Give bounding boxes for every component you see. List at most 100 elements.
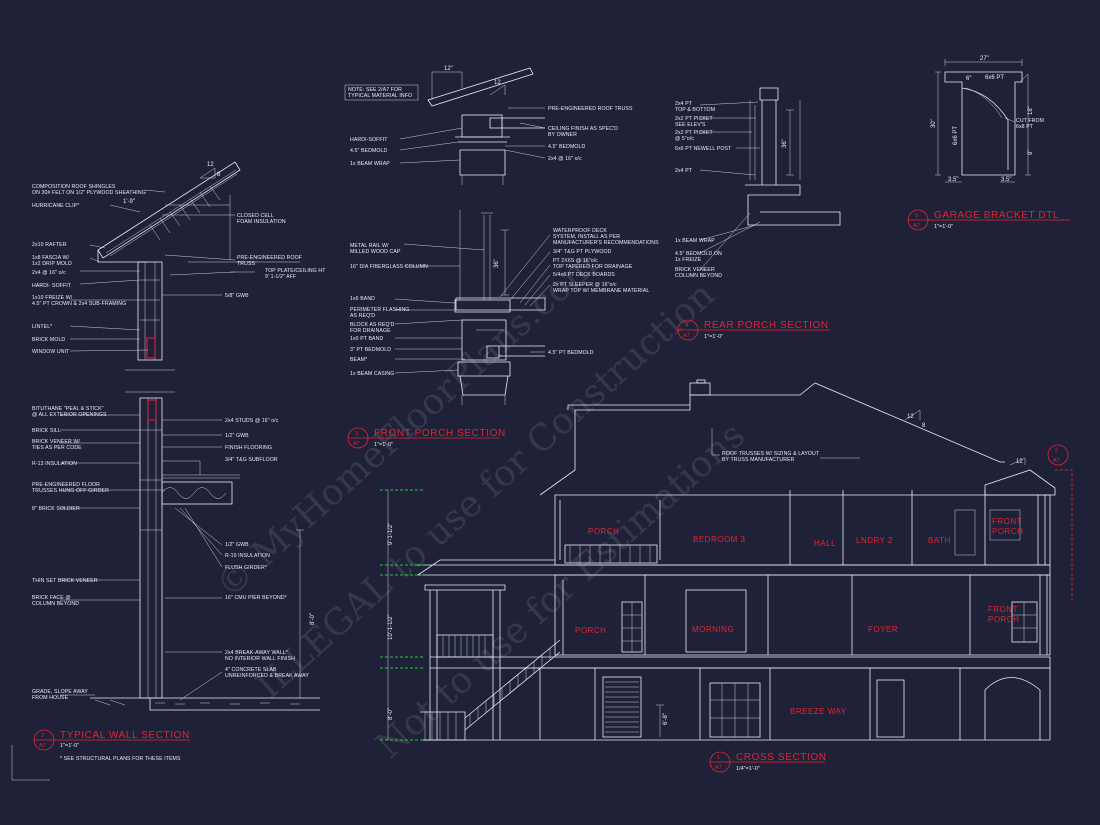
room-label: PORCH <box>588 527 619 536</box>
left-leaders <box>60 189 166 696</box>
wall-section-footnote: * SEE STRUCTURAL PLANS FOR THESE ITEMS <box>60 756 181 762</box>
slope-dim-rise: 12 <box>207 162 214 168</box>
note: TRUSSES HUNG OFF GIRDER <box>32 488 109 494</box>
note: BRICK MOLD <box>32 337 65 343</box>
room-label: MORNING <box>692 625 734 634</box>
room-label: FOYER <box>868 625 898 634</box>
rear-porch-title: REAR PORCH SECTION <box>704 320 829 331</box>
front-window-mullions <box>1012 602 1037 642</box>
bracket-outline <box>944 71 1023 176</box>
note: UNREINFORCED & BREAK AWAY <box>225 673 309 679</box>
note: BRICK FACE @ <box>32 595 71 601</box>
front-porch-scale: 1"=1'-0" <box>374 442 393 448</box>
level-dim: 9'-1-1/2" <box>388 523 394 545</box>
front-porch-section-detail: NOTE: SEE 2/A7 FOR TYPICAL MATERIAL INFO… <box>344 66 633 449</box>
note: NO INTERIOR WALL FINISH <box>225 656 295 662</box>
note: 2x2 PT PICKET <box>675 116 714 122</box>
upper-deck-beam <box>745 184 841 226</box>
note: CEILING FINISH AS SPEC'D <box>548 126 618 132</box>
note: 1x FREIZE <box>675 257 702 263</box>
note: BY TRUSS MANUFACTURER <box>722 457 795 463</box>
band <box>454 299 511 313</box>
overhang-dim-lines <box>431 71 463 100</box>
callout-line: TYPICAL MATERIAL INFO <box>348 93 412 99</box>
bracket-dim: 6x6 PT <box>953 126 959 145</box>
window-flashing <box>146 337 156 359</box>
rail-dim <box>501 229 509 296</box>
front-porch-opening <box>989 509 1021 541</box>
porch-columns <box>429 590 501 740</box>
bubble-sheet: A7 <box>39 743 46 749</box>
note: SYSTEM, INSTALL AS PER <box>553 234 620 240</box>
note: BITUTHANE "PEAL & STICK" <box>32 406 104 412</box>
front-porch-title: FRONT PORCH SECTION <box>374 428 506 439</box>
window-mullions <box>622 602 642 652</box>
column-bottom <box>461 395 506 405</box>
lower-porch-roof <box>417 559 555 576</box>
note: 16" DIA FIBERGLASS COLUMN <box>350 264 428 270</box>
note: TOP & BOTTOM <box>675 107 715 113</box>
room-label-front-porch-upper-2: PORCH <box>992 527 1023 536</box>
note: 2x2 PT PICKET <box>675 130 714 136</box>
landing-balusters <box>424 712 457 740</box>
lower-wall <box>139 397 163 699</box>
bracket-dim: 6" <box>966 76 971 82</box>
note: @ ALL EXTERIOR OPENINGS <box>32 412 107 418</box>
note: BRICK VENEER <box>675 267 715 273</box>
height-dim: 8'-0" <box>310 613 316 625</box>
note: 4.5" BEDMOLD <box>350 148 388 154</box>
bath-door <box>954 509 976 556</box>
note: SEE ELEV'S <box>675 122 706 128</box>
note: ON 30# FELT ON 1/2" PLYWOOD SHEATHING <box>32 190 146 196</box>
break-lines <box>125 369 175 393</box>
note: FROM HOUSE <box>32 695 69 701</box>
note: 4.5" PT CROWN & 2x4 SUB-FRAMING <box>32 301 126 307</box>
chimney-cap <box>696 379 706 384</box>
level-dim: 8'-0" <box>388 708 394 720</box>
lower-beam <box>461 319 507 361</box>
truss-lines <box>165 195 300 263</box>
floor-truss <box>161 481 233 505</box>
first-floor-walls <box>562 575 971 655</box>
note: 1x BEAM CASING <box>350 371 394 377</box>
note: FOR DRAINAGE <box>350 328 391 334</box>
note: METAL RAIL W/ <box>350 243 389 249</box>
lattice-slats <box>605 681 639 733</box>
lattice-door <box>602 676 642 738</box>
garage-bracket-title: GARAGE BRACKET DTL <box>934 210 1059 221</box>
bubble-sheet: A7 <box>353 441 360 447</box>
slope-dim-run: 8 <box>217 172 221 178</box>
note: 1x2 DRIP MOLD <box>32 261 72 267</box>
side-bubble <box>1047 444 1069 466</box>
ground-door <box>876 679 905 738</box>
note: COLUMN BEYOND <box>32 601 79 607</box>
right-leaders <box>162 214 255 701</box>
cut-leader <box>1004 117 1016 123</box>
rear-porch-upper-notes: 2x4 PT TOP & BOTTOM 2x2 PT PICKET SEE EL… <box>675 101 732 279</box>
second-floor-walls <box>559 490 986 565</box>
level-lines <box>380 489 425 741</box>
note: GRADE, SLOPE AWAY <box>32 689 88 695</box>
room-label: BEDROOM 3 <box>693 535 746 544</box>
note: 9' 1-1/2" AFF <box>265 274 296 280</box>
second-floor-band <box>418 564 1051 576</box>
stair-balusters <box>469 648 551 726</box>
ground-floor-walls <box>539 668 961 740</box>
rail-height-dim: 36" <box>494 259 500 268</box>
room-label: HALL <box>814 539 836 548</box>
note: R-19 INSULATION <box>225 553 270 559</box>
note: TRUSS <box>237 261 256 267</box>
note: 1x0 PT BAND <box>350 336 383 342</box>
note: WATERPROOF DECK <box>553 228 607 234</box>
bracket-dim: 6x6 PT <box>985 75 1004 81</box>
french-door-mullions <box>710 683 760 737</box>
cross-section-title: CROSS SECTION <box>736 752 827 763</box>
watermark: © MyHomeFloorPlans.com ILLEGAL to use fo… <box>209 244 753 767</box>
bracket-dim: 30" <box>931 119 937 128</box>
wall-section-scale: 1"=1'-0" <box>60 743 79 749</box>
floor-joist <box>499 345 545 357</box>
note: 3/4" T&G SUBFLOOR <box>225 457 278 463</box>
wall-left-notes: COMPOSITION ROOF SHINGLES ON 30# FELT ON… <box>32 184 146 701</box>
note: 1/2" GWB <box>225 433 249 439</box>
note: PERIMETER FLASHING <box>350 307 409 313</box>
